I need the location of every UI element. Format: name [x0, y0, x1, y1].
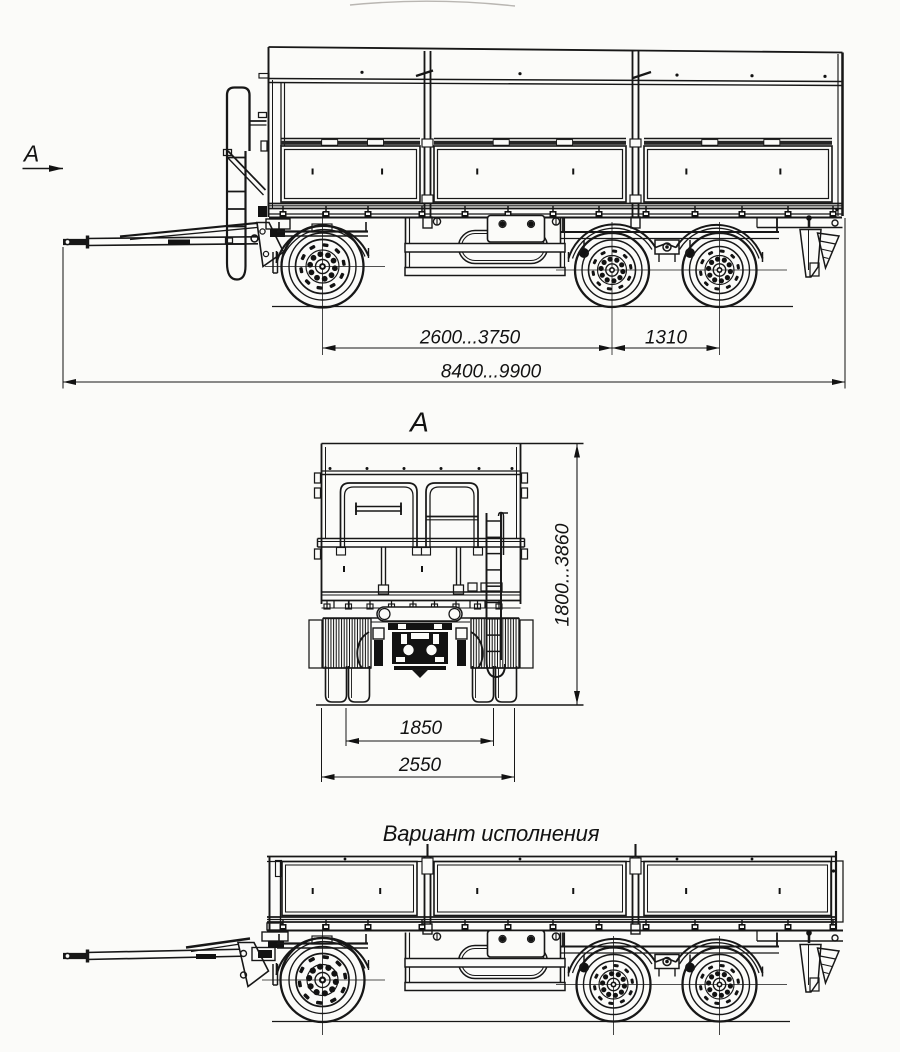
svg-text:Вариант исполнения: Вариант исполнения	[383, 821, 600, 846]
svg-text:8400...9900: 8400...9900	[441, 362, 542, 383]
svg-text:А: А	[408, 407, 429, 438]
svg-text:А: А	[22, 141, 39, 167]
svg-text:1310: 1310	[645, 328, 688, 349]
svg-text:2550: 2550	[398, 755, 442, 776]
svg-text:1800...3860: 1800...3860	[552, 523, 574, 626]
svg-text:1850: 1850	[400, 718, 443, 739]
svg-text:2600...3750: 2600...3750	[419, 328, 521, 349]
